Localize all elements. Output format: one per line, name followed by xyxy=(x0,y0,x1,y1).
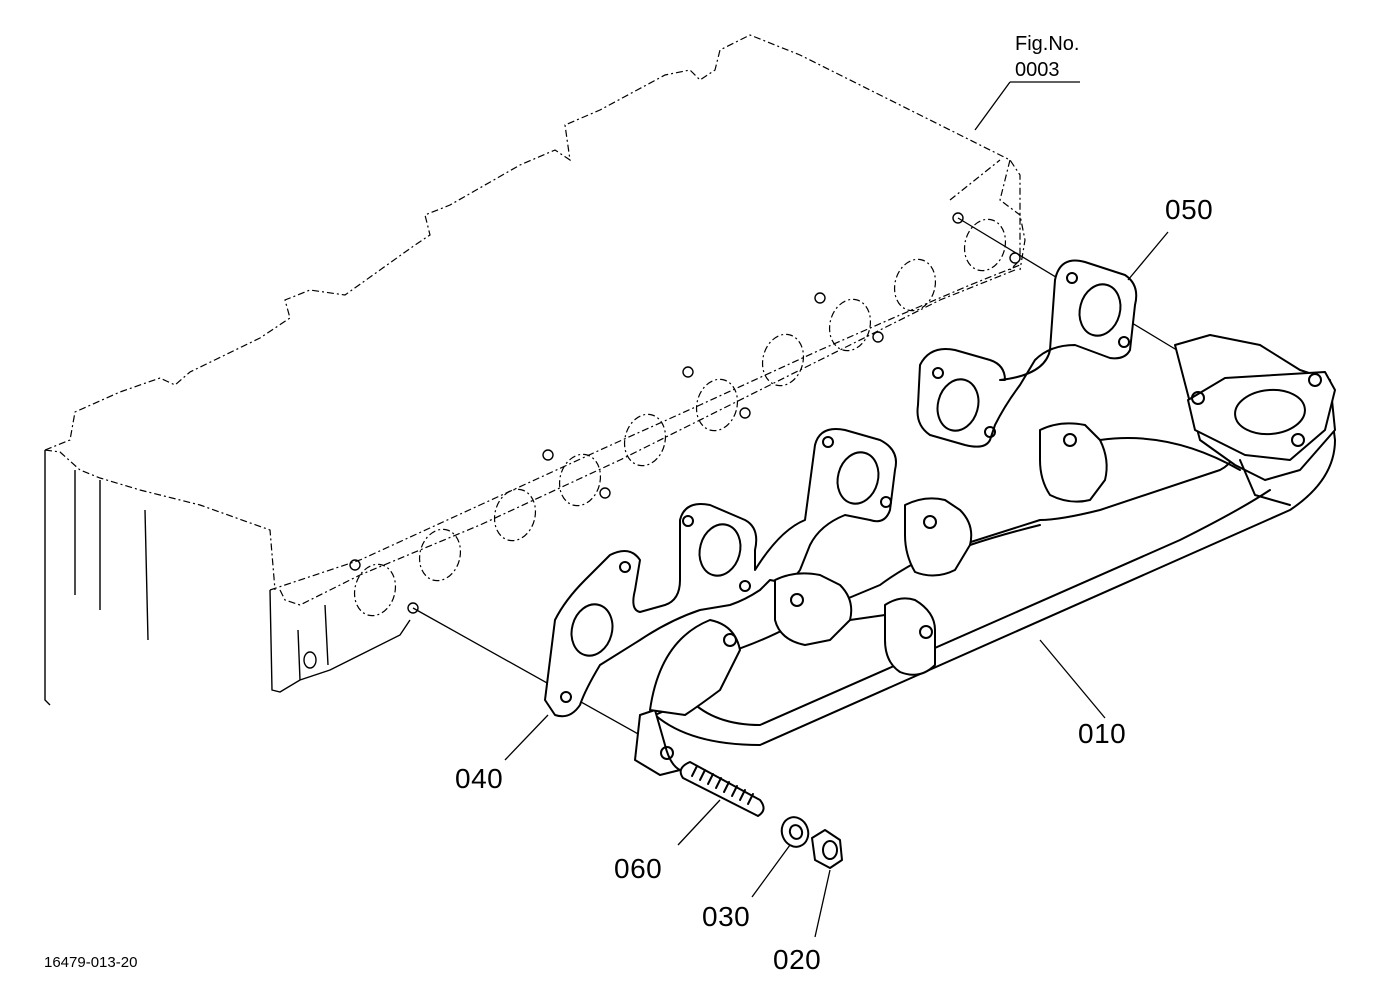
callout-060: 060 xyxy=(614,853,663,884)
stud-bolt xyxy=(679,761,765,817)
callout-020: 020 xyxy=(773,944,822,975)
leader-lines xyxy=(504,81,1169,938)
callout-030: 030 xyxy=(702,901,751,932)
callout-010: 010 xyxy=(1078,718,1127,749)
fig-number: 0003 xyxy=(1015,59,1060,81)
drawing-number: 16479-013-20 xyxy=(44,954,138,971)
fig-no-label: Fig.No. xyxy=(1015,33,1080,55)
hex-nut xyxy=(811,829,843,869)
gasket-rear xyxy=(916,259,1138,448)
washer xyxy=(780,816,810,848)
callout-040: 040 xyxy=(455,763,504,794)
cylinder-head-outline xyxy=(44,34,1026,706)
gasket-front xyxy=(544,428,897,718)
callout-050: 050 xyxy=(1165,194,1214,225)
exhaust-manifold xyxy=(634,334,1336,776)
